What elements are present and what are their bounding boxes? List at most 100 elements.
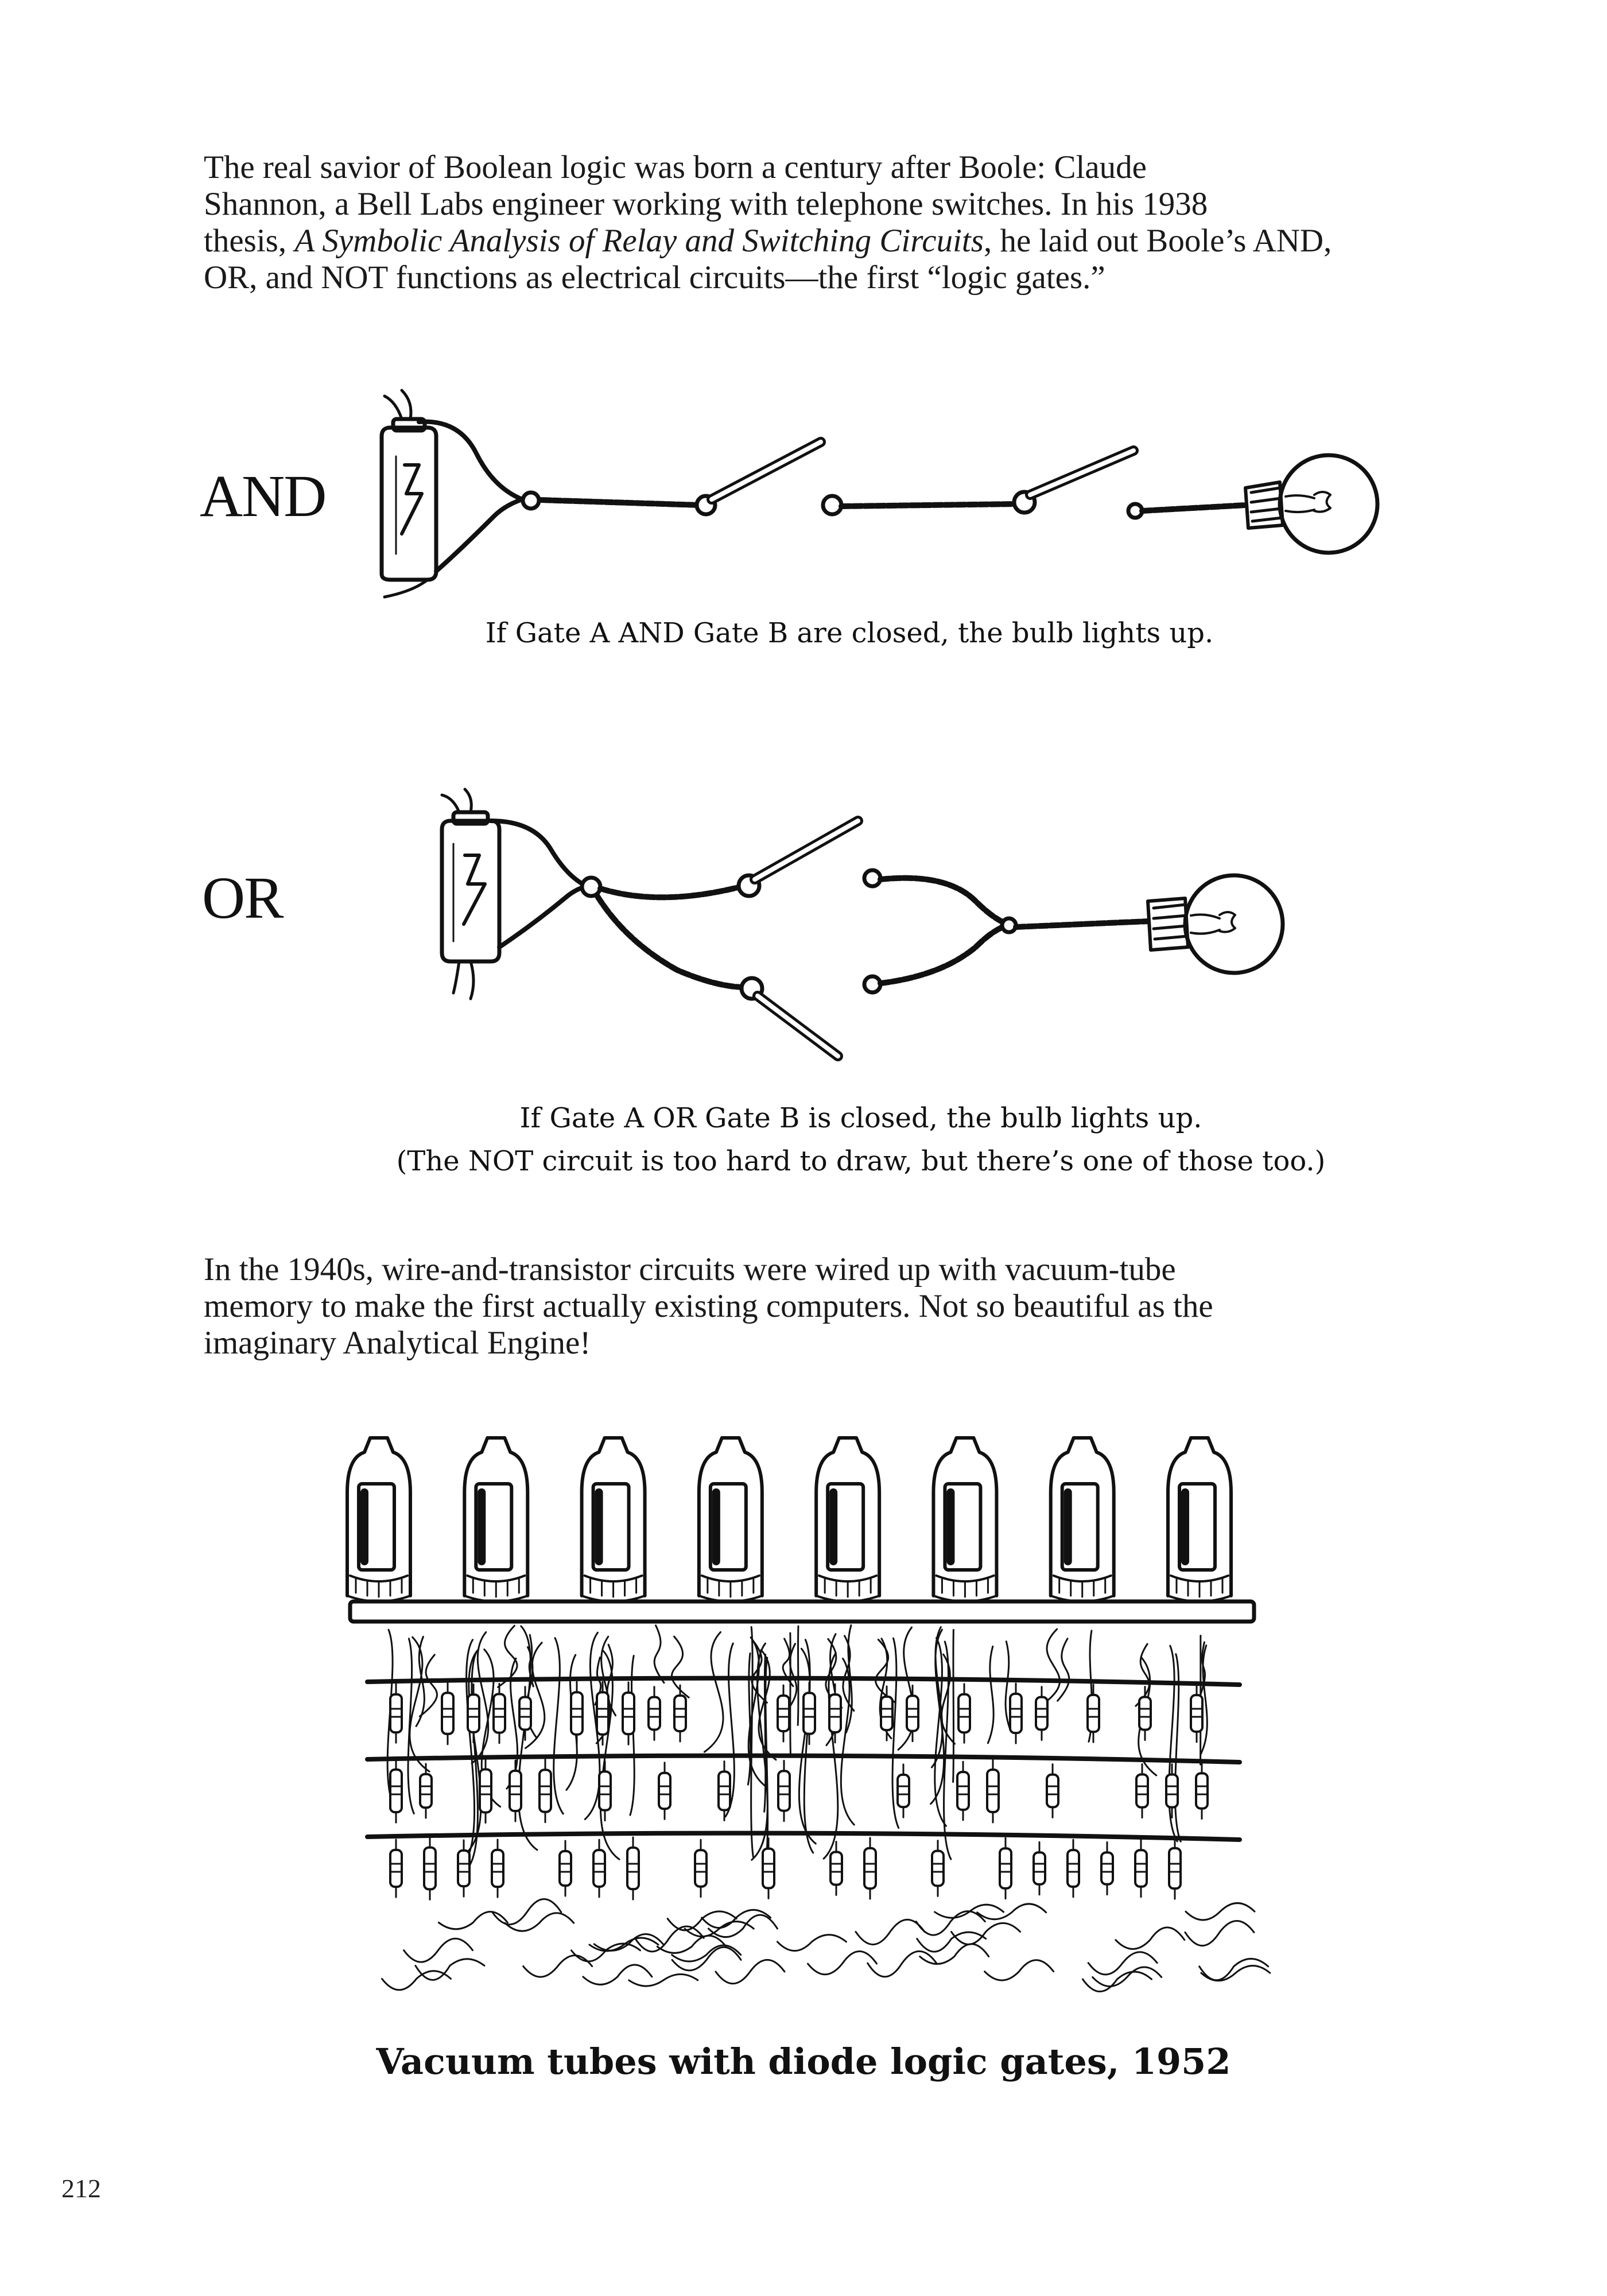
history-line-2: memory to make the first actually existi… [204,1288,1213,1324]
wire [840,1657,855,1826]
wire [763,1653,767,1813]
rack-rail [365,1676,1242,1687]
resistor [518,1696,532,1731]
resistor [389,1693,403,1734]
resistor [906,1694,919,1732]
wire [934,1636,947,1827]
intro-line-3-end: , he laid out Boole’s AND, [983,223,1332,259]
wire [418,1654,438,1717]
vacuum-tube [1049,1436,1116,1603]
wire [528,1634,534,1688]
wire [789,1632,791,1756]
wire [629,1654,635,1816]
intro-line-3-start: thesis, [204,223,295,259]
vacuum-tube [1166,1436,1233,1603]
resistor [598,1770,612,1812]
resistor [880,1695,894,1732]
resistor [1168,1847,1182,1890]
resistor [931,1849,945,1887]
history-line-3: imaginary Analytical Engine! [204,1325,591,1361]
wire [747,1652,752,1786]
intro-line-1: The real savior of Boolean logic was bor… [204,149,1147,185]
resistor [1135,1773,1149,1809]
resistor [802,1692,816,1735]
resistor [509,1769,522,1813]
resistor [896,1773,910,1809]
wire [409,1636,430,1773]
resistor [441,1692,455,1735]
resistor [479,1768,492,1814]
wire [758,1649,777,1761]
resistor [1035,1696,1049,1731]
wire [606,1643,617,1717]
wire [751,1642,768,1861]
wire [553,1637,564,1815]
resistor [467,1693,480,1733]
wire [798,1647,817,1845]
resistor [828,1693,842,1733]
wire [987,1645,995,1744]
or-caption-line-2: (The NOT circuit is too hard to draw, bu… [396,1145,1326,1177]
vacuum-tube [346,1436,412,1603]
resistor [777,1770,791,1812]
resistor [1046,1773,1059,1809]
resistor [673,1694,687,1732]
wire [517,1625,538,1851]
wire [891,1637,900,1829]
wire [943,1640,952,1860]
wire [1200,1645,1208,1756]
resistor [1195,1772,1209,1810]
rack-shelf [348,1599,1256,1624]
vacuum-tube [580,1436,647,1603]
resistor [957,1693,971,1734]
wire [952,1628,955,1783]
vacuum-tube [463,1436,530,1603]
wire [845,1624,853,1733]
rack-rail [365,1830,1242,1842]
vacuum-tube [697,1436,764,1603]
resistor [457,1849,471,1888]
intro-line-2: Shannon, a Bell Labs engineer working wi… [204,186,1208,222]
or-gate-label: OR [202,865,284,931]
wire [703,1631,724,1753]
resistor [999,1847,1012,1890]
wire [930,1628,945,1805]
history-paragraph: In the 1940s, wire-and-transistor circui… [204,1251,1409,1362]
wire [1004,1640,1012,1732]
wire [782,1638,794,1688]
wire [497,1624,518,1688]
resistor [1100,1851,1114,1886]
resistor [762,1847,775,1890]
resistor [389,1768,403,1814]
wire [750,1626,754,1859]
wire [653,1624,665,1684]
and-caption: If Gate A AND Gate B are closed, the bul… [485,617,1214,649]
resistor [1009,1692,1023,1735]
and-bulb-icon [1244,453,1380,555]
or-caption-line-1: If Gate A OR Gate B is closed, the bulb … [519,1102,1202,1134]
resistor [596,1691,610,1736]
wire [724,1642,735,1818]
resistor [1032,1851,1046,1886]
intro-paragraph: The real savior of Boolean logic was bor… [204,149,1409,296]
rack-rail [365,1753,1242,1764]
resistor [1134,1849,1148,1888]
page-number: 212 [61,2174,101,2203]
resistor [1086,1693,1100,1733]
wire [803,1639,814,1854]
resistor [1165,1773,1179,1809]
wire [467,1651,479,1868]
resistor [658,1771,671,1810]
resistor [694,1849,708,1888]
wire [1174,1653,1182,1843]
resistor [1138,1696,1152,1731]
resistor [1190,1694,1204,1733]
intro-line-3: thesis, A Symbolic Analysis of Relay and… [204,223,1409,259]
resistor [491,1848,504,1888]
resistor [538,1768,552,1813]
resistor [570,1691,584,1736]
resistor [829,1851,843,1886]
resistor [956,1771,970,1811]
